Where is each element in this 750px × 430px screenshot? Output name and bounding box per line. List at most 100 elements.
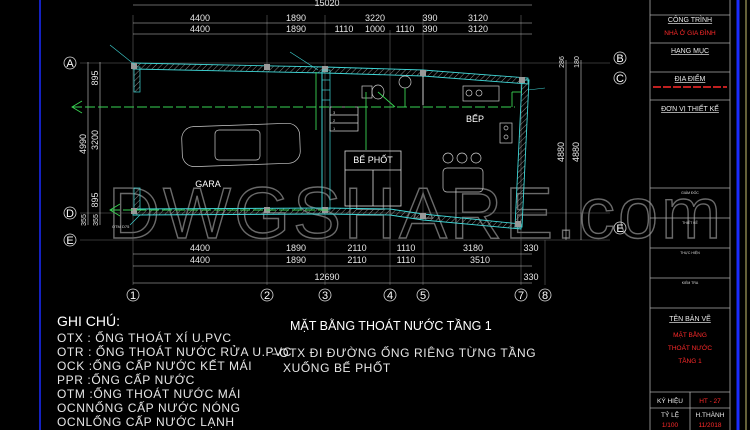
note-item: OTX : ỐNG THOÁT XÍ U.PVC — [57, 330, 232, 345]
dim: 1000 — [365, 24, 385, 34]
dim: 1890 — [286, 24, 306, 34]
dim: 355 — [81, 214, 88, 226]
drawing-title: MẶT BẰNG THOÁT NƯỚC TẦNG 1 — [290, 318, 492, 333]
grid-label: 8 — [542, 290, 548, 302]
drawing-remark: XUỐNG BỂ PHỐT — [283, 360, 391, 375]
dim: 1890 — [286, 255, 306, 265]
grid-label: 5 — [420, 290, 426, 302]
pipe-tag-leaders — [109, 44, 546, 226]
tb-scale-value: 1/100 — [662, 422, 679, 429]
note-item: OCNLỐNG CẤP NƯỚC LẠNH — [57, 414, 235, 429]
dim: 286 — [559, 56, 566, 68]
dim-top-total: 15020 — [314, 0, 339, 8]
room-label-kitchen: BẾP — [466, 114, 484, 124]
pipe-tag: OTM D75 — [112, 224, 130, 229]
grid-label: D — [66, 208, 74, 220]
dim: 895 — [90, 70, 100, 85]
tb-location-label: ĐỊA ĐIỂM — [675, 74, 706, 83]
grid-label: 7 — [518, 290, 524, 302]
dim: 2110 — [347, 255, 366, 265]
tb-sheet-name: MẶT BẰNG — [673, 330, 707, 339]
dim: 4400 — [190, 13, 210, 23]
note-item: OCNNỐNG CẤP NƯỚC NÓNG — [57, 400, 241, 415]
grid-label: C — [616, 73, 624, 85]
grid-label: E — [616, 223, 623, 235]
dim: 1110 — [397, 255, 416, 265]
dim: 3510 — [470, 255, 490, 265]
dim: 4880 — [556, 142, 566, 162]
dim: 4400 — [190, 24, 210, 34]
dim: 2110 — [347, 243, 366, 253]
tb-date-label: H.THÀNH — [696, 410, 725, 419]
dimension-lines — [87, 4, 582, 284]
dim: 3120 — [468, 13, 488, 23]
tb-director: GIÁM ĐỐC — [681, 190, 699, 195]
grid-label: E — [66, 235, 73, 247]
grid-label: B — [616, 53, 623, 65]
stair-step: 3 — [333, 110, 336, 115]
note-item: OTR : ỐNG THOÁT NƯỚC RỬA U.PVC — [57, 344, 292, 359]
dim: 390 — [422, 13, 437, 23]
dim: 390 — [422, 24, 437, 34]
tb-code-label: KÝ HIỆU — [657, 396, 683, 405]
grid-bubbles — [63, 51, 627, 302]
tb-date-value: 11/2018 — [698, 422, 721, 429]
dim-bottom-total: 12690 — [314, 272, 339, 282]
room-label-septic: BỂ PHỐT — [353, 154, 393, 165]
dims-top-row2: 4400 1890 1110 1000 1110 390 3120 — [190, 24, 488, 34]
note-item: PPR :ỐNG CẤP NƯỚC — [57, 372, 195, 387]
dim: 1890 — [286, 13, 306, 23]
title-block-frame — [649, 0, 731, 430]
dim: 180 — [574, 56, 581, 68]
tb-sheet-name: THOÁT NƯỚC — [668, 343, 713, 352]
stairs — [321, 69, 359, 211]
notes-heading: GHI CHÚ: — [57, 313, 120, 329]
tb-check: KIỂM TRA — [682, 280, 699, 285]
dim-left-outer: 4990 — [78, 134, 88, 154]
stair-step: 1 — [333, 126, 336, 131]
tb-drawn: THỰC HIỆN — [680, 250, 700, 255]
dim: 3180 — [463, 243, 483, 253]
dim: 355 — [93, 214, 100, 226]
car-icon — [181, 122, 301, 167]
tb-sheet-name: TẦNG 1 — [678, 355, 702, 365]
dim-bottom-end: 330 — [523, 272, 538, 282]
septic-tank — [344, 150, 402, 207]
dims-bottom-row1: 4400 1890 2110 1110 3180 330 — [190, 243, 539, 253]
stair-step: 2 — [333, 118, 336, 123]
fixtures — [181, 75, 513, 193]
dims-top-row1: 4400 1890 3220 390 3120 — [190, 13, 488, 23]
tb-project-label: CÔNG TRÌNH — [668, 15, 712, 24]
dim: 4400 — [190, 255, 210, 265]
tb-code-value: HT - 27 — [699, 398, 721, 405]
drain-pipes — [71, 72, 522, 217]
tb-designer-label: ĐƠN VỊ THIẾT KẾ — [661, 103, 719, 113]
tb-design: THIẾT KẾ — [682, 220, 698, 225]
grid-label: 3 — [322, 290, 328, 302]
note-item: OCK :ỐNG CẤP NƯỚC KẾT MÁI — [57, 358, 252, 373]
dim: 4880 — [571, 142, 581, 162]
dim: 1110 — [396, 24, 415, 34]
dim: 3220 — [365, 13, 385, 23]
grid-label: A — [66, 58, 74, 70]
walls — [131, 62, 530, 230]
dim: 3200 — [90, 130, 100, 150]
grid-label: 2 — [264, 290, 270, 302]
dims-bottom-row2: 4400 1890 2110 1110 3510 — [190, 255, 490, 265]
note-item: OTM :ỐNG THOÁT NƯỚC MÁI — [57, 386, 241, 401]
tb-item-label: HẠNG MỤC — [671, 48, 709, 55]
notes-list: OTX : ỐNG THOÁT XÍ U.PVC OTR : ỐNG THOÁT… — [57, 330, 292, 429]
tb-project-value: NHÀ Ở GIA ĐÌNH — [664, 28, 716, 37]
dim: 1110 — [397, 243, 416, 253]
drawing-remark: –OTX ĐI ĐƯỜNG ỐNG RIÊNG TỪNG TẦNG — [272, 345, 536, 360]
grid-label: 1 — [130, 290, 136, 302]
dim: 1110 — [335, 24, 354, 34]
tb-scale-label: TỶ LỆ — [661, 410, 680, 419]
grid-label: 4 — [387, 290, 393, 302]
dim: 3120 — [468, 24, 488, 34]
tb-sheet-name-label: TÊN BẢN VẼ — [669, 314, 711, 323]
dim: 895 — [90, 192, 100, 207]
room-label-garage: GARA — [195, 179, 221, 189]
dim: 1890 — [286, 243, 306, 253]
